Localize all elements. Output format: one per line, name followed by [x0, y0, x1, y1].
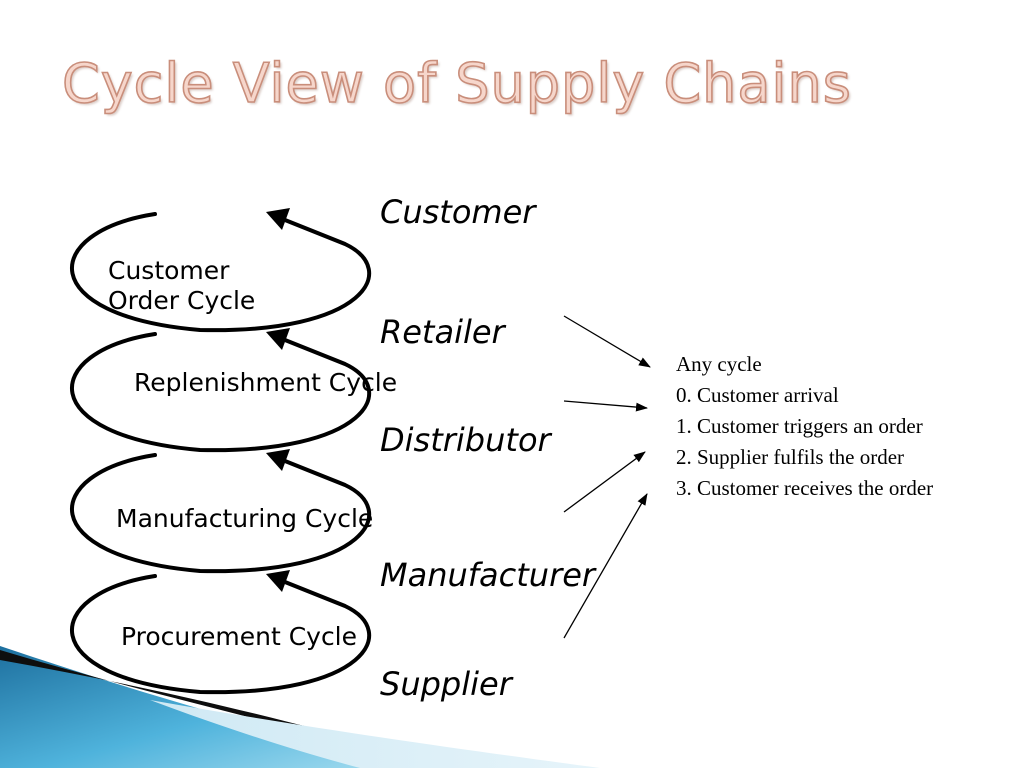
stage-distributor: Distributor	[380, 421, 551, 459]
manufacturing-cycle-loop	[70, 453, 372, 574]
procurement-cycle-loop	[70, 574, 372, 695]
replenishment-cycle-loop	[70, 332, 372, 453]
procurement-arrowhead	[266, 570, 290, 592]
pointer-arrow-retailer	[563, 315, 651, 368]
pointer-arrow-distributor	[563, 400, 648, 412]
note-line: Any cycle	[676, 352, 762, 376]
note-line: 3. Customer receives the order	[676, 476, 934, 500]
cycle-label-replenishment: Replenishment Cycle	[134, 368, 398, 397]
stage-manufacturer: Manufacturer	[380, 556, 596, 594]
cycle-label-line: Customer	[108, 256, 230, 285]
note-line: 1. Customer triggers an order	[676, 414, 923, 438]
stage-supplier: Supplier	[380, 665, 512, 703]
cycle-steps-note: Any cycle 0. Customer arrival 1. Custome…	[676, 349, 933, 504]
cycle-label-procurement: Procurement Cycle	[121, 622, 358, 651]
customer-order-arrowhead	[266, 208, 290, 230]
note-line: 2. Supplier fulfils the order	[676, 445, 905, 469]
pointer-arrow-supplier	[563, 493, 648, 639]
cycle-label-customer-order: Customer Order Cycle	[108, 256, 255, 316]
page-title: Cycle View of Supply Chains	[61, 51, 852, 116]
replenishment-arrowhead	[266, 328, 290, 350]
manufacturing-arrowhead	[266, 449, 290, 471]
stage-retailer: Retailer	[380, 313, 505, 351]
cycle-label-line: Order Cycle	[108, 286, 256, 315]
cycle-label-manufacturing: Manufacturing Cycle	[116, 504, 374, 533]
pointer-arrow-manufacturer	[563, 451, 646, 513]
customer-order-cycle-loop	[70, 212, 372, 333]
note-line: 0. Customer arrival	[676, 383, 839, 407]
stage-customer: Customer	[380, 193, 536, 231]
